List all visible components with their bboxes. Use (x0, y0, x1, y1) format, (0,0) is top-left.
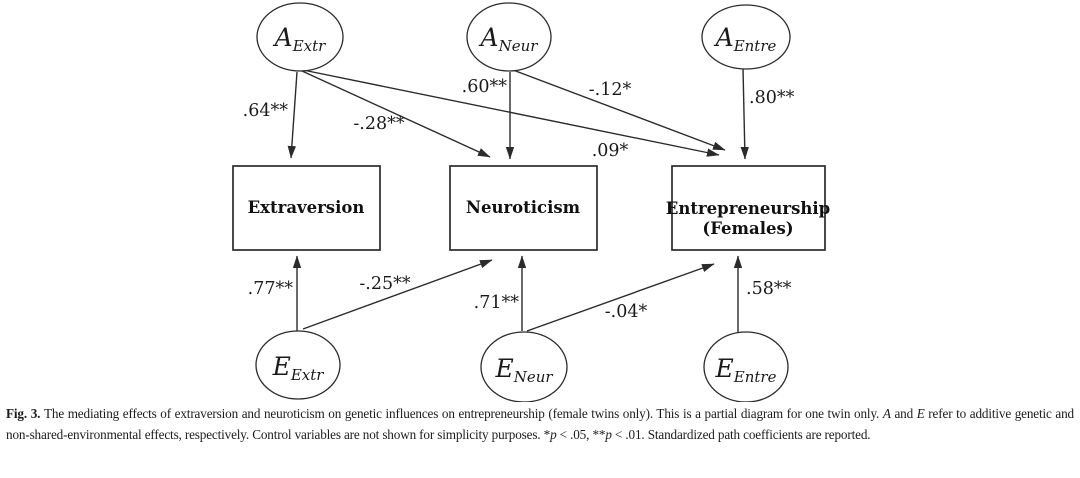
caption-segment: Fig. 3. (6, 406, 44, 421)
path-a-extr-to-neuroticism (301, 70, 491, 158)
latent-node-a-extr-label: AExtr (273, 23, 326, 55)
coefficient-a-extr-to-entrepreneurship: .09* (592, 141, 629, 161)
latent-node-a-neur-label: ANeur (479, 23, 539, 55)
caption-segment: and (890, 406, 917, 421)
path-a-extr-to-extraversion (287, 71, 298, 159)
observed-box-extraversion (232, 165, 381, 251)
latent-node-a-extr (256, 2, 344, 72)
caption-segment: < .05, (556, 426, 593, 442)
latent-node-a-entre-label: AEntre (714, 23, 777, 55)
observed-box-entrepreneurship (671, 165, 826, 251)
caption-segment: < .01. Standardized path coefficients ar… (611, 426, 871, 442)
observed-box-entrepreneurship-label-line2: (Females) (702, 219, 793, 238)
latent-node-e-entre (703, 331, 789, 402)
observed-box-entrepreneurship-label-line1: Entrepreneurship (666, 199, 830, 218)
latent-node-a-entre (701, 4, 791, 70)
latent-node-e-neur-label: ENeur (494, 354, 553, 386)
caption-segment: ** (592, 426, 606, 442)
latent-node-e-entre-label: EEntre (715, 354, 777, 386)
path-e-extr-to-neuroticism (302, 259, 493, 330)
path-e-neur-to-entrepreneurship (526, 263, 715, 332)
observed-box-neuroticism-label: Neuroticism (466, 198, 581, 217)
coefficient-e-neur-to-entrepreneurship: -.04* (605, 302, 648, 322)
caption-segment: * (543, 426, 551, 442)
path-diagram: AExtr ANeur AEntre EExtr ENeur EEntre Ex… (232, 2, 830, 402)
coefficient-a-extr-to-neuroticism: -.28** (353, 114, 404, 134)
latent-node-a-neur (466, 2, 552, 72)
coefficient-e-extr-to-neuroticism: -.25** (359, 274, 410, 294)
coefficient-a-neur-to-neuroticism: .60** (462, 77, 508, 97)
coefficient-a-extr-to-extraversion: .64** (243, 101, 289, 121)
caption-segment: A (882, 406, 891, 421)
coefficient-e-extr-to-extraversion: .77** (248, 279, 294, 299)
caption-segment: refer to additive genetic and non-shared… (6, 406, 1074, 442)
caption-segment: E (916, 406, 925, 421)
caption-segment: The mediating effects of extraversion an… (43, 406, 883, 421)
latent-node-e-extr (255, 330, 341, 400)
coefficient-e-entre-to-entrepreneurship: .58** (746, 279, 792, 299)
coefficient-e-neur-to-neuroticism: .71** (474, 293, 520, 313)
coefficient-a-entre-to-entrepreneurship: .80** (749, 88, 795, 108)
path-a-neur-to-entrepreneurship (512, 69, 726, 151)
latent-node-e-extr-label: EExtr (272, 352, 325, 384)
caption-segment: p (605, 426, 612, 442)
coefficient-a-neur-to-entrepreneurship: -.12* (589, 80, 632, 100)
path-a-entre-to-entrepreneurship (740, 67, 749, 160)
caption-segment: p (550, 426, 557, 442)
observed-box-extraversion-label: Extraversion (248, 198, 365, 217)
figure-caption: Fig. 3. The mediating effects of extrave… (6, 404, 1074, 445)
path-a-extr-to-entrepreneurship (302, 69, 720, 157)
latent-node-e-neur (480, 331, 568, 402)
observed-box-neuroticism (449, 165, 598, 251)
